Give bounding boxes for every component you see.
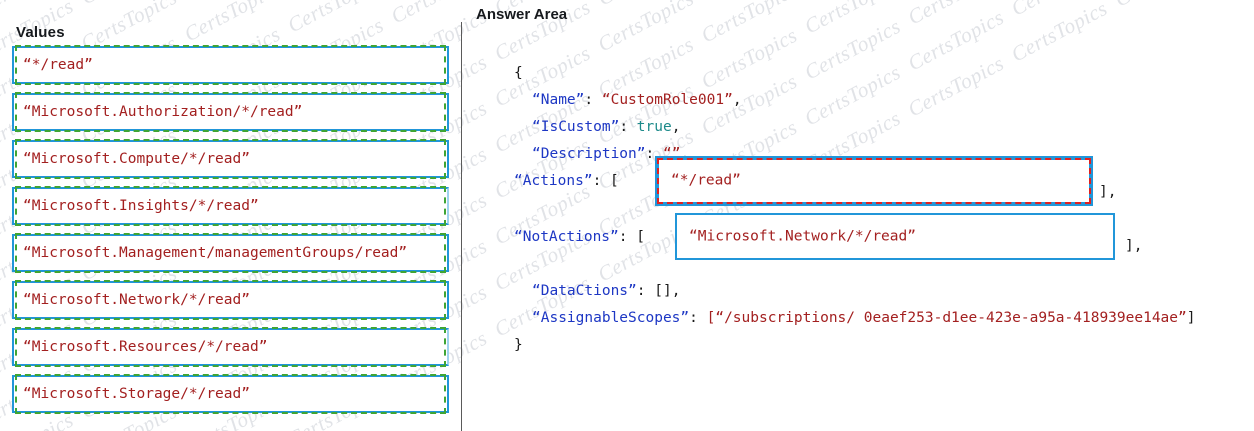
json-line-notactions: “NotActions”: [ “Microsoft.Network/*/rea… bbox=[514, 213, 1195, 274]
values-panel: Values “*/read” “Microsoft.Authorization… bbox=[0, 0, 461, 431]
drop-slot-value: “Microsoft.Network/*/read” bbox=[689, 228, 916, 244]
draggable-value-resources[interactable]: “Microsoft.Resources/*/read” bbox=[12, 327, 449, 367]
json-value: true bbox=[636, 119, 672, 135]
json-line-iscustom: “IsCustom”: true, bbox=[514, 114, 1195, 141]
value-label: “Microsoft.Storage/*/read” bbox=[23, 386, 250, 402]
json-colon: : bbox=[584, 92, 602, 108]
json-colon: : bbox=[592, 173, 611, 189]
json-value: “CustomRole001” bbox=[601, 92, 733, 108]
json-close-bracket: ], bbox=[1099, 184, 1117, 200]
json-key: “AssignableScopes” bbox=[532, 310, 690, 326]
json-key: “NotActions” bbox=[514, 229, 619, 245]
json-comma: , bbox=[671, 119, 681, 135]
json-key: “DataCtions” bbox=[532, 283, 637, 299]
json-colon: : bbox=[636, 283, 655, 299]
json-colon: : bbox=[645, 146, 663, 162]
json-close-bracket: ], bbox=[1125, 238, 1143, 254]
draggable-value-compute[interactable]: “Microsoft.Compute/*/read” bbox=[12, 139, 449, 179]
json-key: “Description” bbox=[532, 146, 646, 162]
json-open-brace-line: { bbox=[514, 60, 1195, 87]
json-open-bracket: [ bbox=[636, 229, 645, 245]
json-open-bracket: [ bbox=[610, 173, 619, 189]
panel-divider bbox=[461, 22, 462, 431]
json-close-brace-line: } bbox=[514, 332, 1195, 359]
json-key: “IsCustom” bbox=[532, 119, 620, 135]
value-label: “Microsoft.Authorization/*/read” bbox=[23, 104, 303, 120]
drop-slot-value: “*/read” bbox=[671, 172, 741, 189]
json-line-dataactions: “DataCtions”: [], bbox=[514, 278, 1195, 305]
draggable-value-management-groups[interactable]: “Microsoft.Management/managementGroups/r… bbox=[12, 233, 449, 273]
json-line-assignablescopes: “AssignableScopes”: [“/subscriptions/ 0e… bbox=[514, 305, 1195, 332]
open-brace: { bbox=[514, 65, 523, 81]
json-value: “/subscriptions/ 0eaef253-d1ee-423e-a95a… bbox=[715, 310, 1187, 326]
value-label: “Microsoft.Insights/*/read” bbox=[23, 198, 259, 214]
json-open-bracket: [ bbox=[706, 310, 716, 326]
json-value: [], bbox=[654, 283, 681, 299]
value-label: “Microsoft.Management/managementGroups/r… bbox=[23, 245, 408, 261]
json-colon: : bbox=[618, 229, 637, 245]
answer-area-title: Answer Area bbox=[476, 6, 568, 23]
json-key: “Actions” bbox=[514, 173, 593, 189]
drop-slot-actions[interactable]: “*/read” bbox=[655, 156, 1093, 206]
draggable-values-list: “*/read” “Microsoft.Authorization/*/read… bbox=[12, 45, 449, 422]
value-label: “Microsoft.Network/*/read” bbox=[23, 292, 250, 308]
draggable-value-authorization[interactable]: “Microsoft.Authorization/*/read” bbox=[12, 92, 449, 132]
draggable-value-network[interactable]: “Microsoft.Network/*/read” bbox=[12, 280, 449, 320]
json-close-bracket: ] bbox=[1186, 310, 1196, 326]
draggable-value-storage[interactable]: “Microsoft.Storage/*/read” bbox=[12, 374, 449, 414]
json-key: “Name” bbox=[532, 92, 585, 108]
draggable-value-read[interactable]: “*/read” bbox=[12, 45, 449, 85]
json-colon: : bbox=[689, 310, 707, 326]
json-line-name: “Name”: “CustomRole001”, bbox=[514, 87, 1195, 114]
draggable-value-insights[interactable]: “Microsoft.Insights/*/read” bbox=[12, 186, 449, 226]
drop-slot-notactions[interactable]: “Microsoft.Network/*/read” bbox=[675, 213, 1115, 260]
answer-area-panel: Answer Area { “Name”: “CustomRole001”, “… bbox=[462, 0, 1254, 431]
value-label: “Microsoft.Compute/*/read” bbox=[23, 151, 250, 167]
json-colon: : bbox=[619, 119, 637, 135]
values-panel-title: Values bbox=[16, 24, 65, 41]
json-comma: , bbox=[732, 92, 742, 108]
value-label: “*/read” bbox=[23, 57, 93, 73]
close-brace: } bbox=[514, 337, 523, 353]
value-label: “Microsoft.Resources/*/read” bbox=[23, 339, 268, 355]
json-line-actions: “Actions”: [ “*/read” ], bbox=[514, 156, 1195, 218]
json-comma: , bbox=[680, 146, 690, 162]
json-code-block: { “Name”: “CustomRole001”, “IsCustom”: t… bbox=[514, 60, 1195, 359]
